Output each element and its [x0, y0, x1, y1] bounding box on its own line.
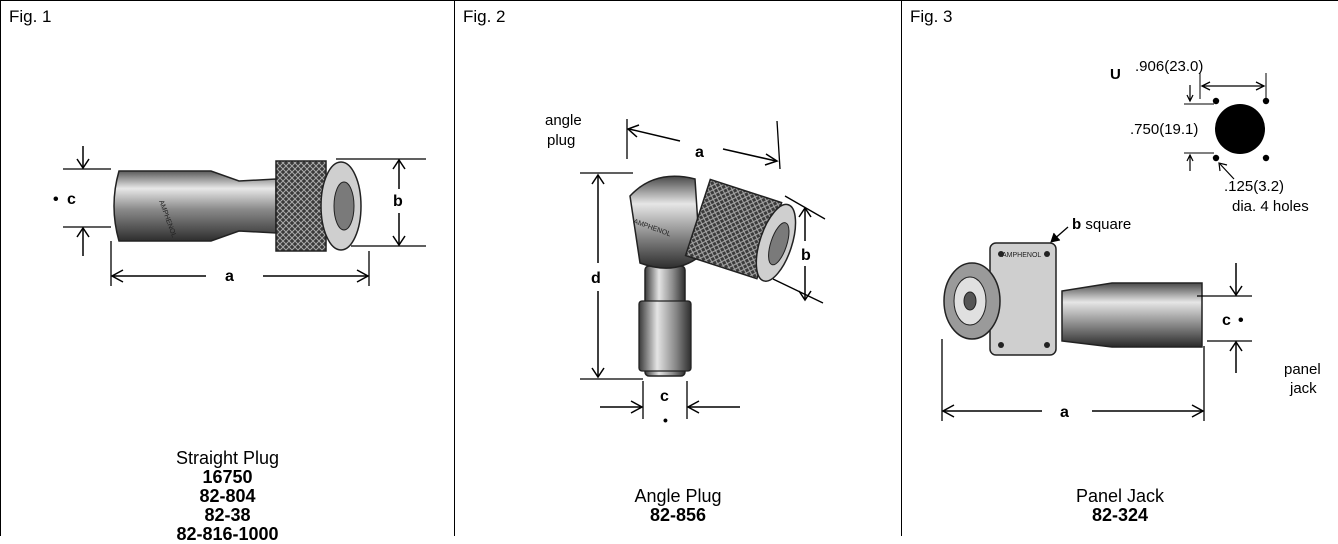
figure-3-label: Fig. 3	[910, 7, 953, 26]
figure-1-caption: Straight Plug 16750 82-804 82-38 82-816-…	[1, 449, 454, 544]
figure-2-panel: Fig. 2	[455, 1, 902, 536]
figure-1-label: Fig. 1	[9, 7, 52, 26]
dim-label-c: c	[660, 388, 669, 405]
jack-body	[1061, 282, 1203, 348]
hole-dia-text: .125(3.2)	[1224, 178, 1284, 195]
figure-2-caption: Angle Plug 82-856	[455, 487, 901, 525]
hole	[1262, 154, 1270, 162]
dim-label-a: a	[225, 268, 234, 285]
dim-label-c: c	[1222, 312, 1231, 329]
straight-plug-drawing: AMPHENOL • c b a	[53, 146, 426, 286]
square-callout-text: square	[1081, 216, 1131, 233]
side-label: jack	[1289, 380, 1317, 397]
dim-label-a: a	[1060, 404, 1069, 421]
caption-title: Panel Jack	[1075, 486, 1165, 506]
dot-marker-c: •	[1238, 312, 1244, 329]
hole-dia-text: dia. 4 holes	[1232, 198, 1309, 215]
part-number: 82-38	[204, 505, 251, 525]
callout-text: plug	[547, 132, 575, 149]
hole	[1212, 154, 1220, 162]
figure-2-label: Fig. 2	[463, 7, 506, 26]
hole	[1212, 97, 1220, 105]
angle-plug-drawing: AMPHENOL angle plug a	[545, 112, 826, 428]
cutout-circle	[1215, 104, 1265, 154]
dim-label-b: b	[801, 247, 811, 264]
svg-text:AMPHENOL: AMPHENOL	[1002, 252, 1041, 259]
square-callout: b square	[1072, 216, 1131, 233]
callout-text: angle	[545, 112, 582, 129]
part-number: 82-804	[199, 486, 256, 506]
u-label: U	[1110, 66, 1121, 83]
figure-3-caption: Panel Jack 82-324	[902, 487, 1338, 525]
hole	[1262, 97, 1270, 105]
side-label: panel	[1284, 361, 1321, 378]
dot-marker-c: •	[663, 412, 668, 428]
part-number: 16750	[202, 467, 253, 487]
dim-label-b: b	[393, 193, 403, 210]
knurled-nut	[275, 160, 327, 252]
dim-label-c: c	[67, 191, 76, 208]
caption-title: Straight Plug	[175, 448, 280, 468]
dim-label-d: d	[591, 270, 601, 287]
hole-spacing-v: .750(19.1)	[1130, 121, 1198, 138]
caption-title: Angle Plug	[634, 486, 722, 506]
part-number: 82-324	[1091, 505, 1149, 525]
dim-label-a: a	[695, 144, 704, 161]
figure-1-panel: Fig. 1 AMPHENOL	[0, 1, 455, 544]
hole-spacing-h: .906(23.0)	[1135, 58, 1203, 75]
figure-3-panel: Fig. 3 U .906(23.0)	[902, 1, 1338, 536]
square-callout-bold: b	[1072, 216, 1081, 233]
panel-jack-drawing: U .906(23.0) .750(19.1) .125(3.2) dia. 4…	[941, 58, 1321, 421]
plug-body	[113, 170, 277, 242]
part-number: 82-856	[649, 505, 707, 525]
dot-marker-c: •	[53, 191, 59, 208]
